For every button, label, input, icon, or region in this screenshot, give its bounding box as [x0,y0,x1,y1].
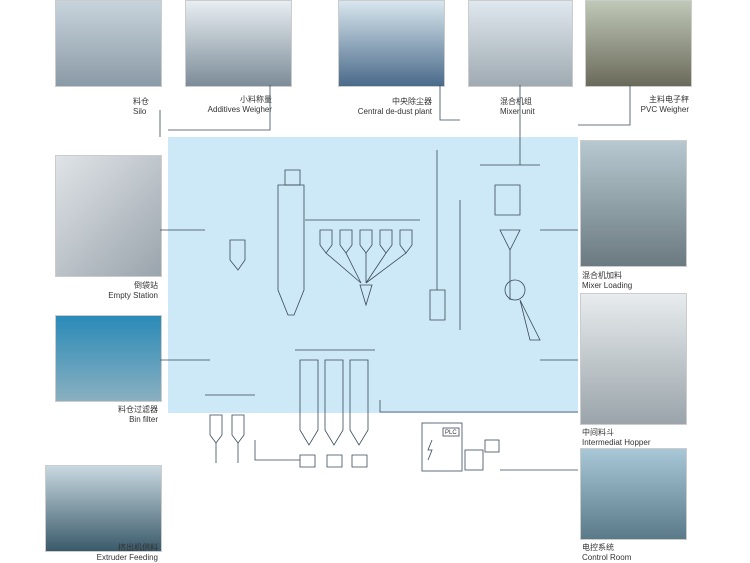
photo-mixer-loading [580,140,687,267]
photo-extruder-feeding [45,465,162,552]
photo-silo [55,0,162,87]
photo-dust-plant [338,0,445,87]
plc-label: PLC [445,430,457,436]
photo-control-room [580,448,687,540]
photo-mixer-unit [468,0,573,87]
photo-bin-filter [55,315,162,402]
photo-additives-weigher [185,0,292,87]
photo-intermediate-hopper [580,293,687,425]
photo-pvc-weigher [585,0,692,87]
photo-empty-station [55,155,162,277]
